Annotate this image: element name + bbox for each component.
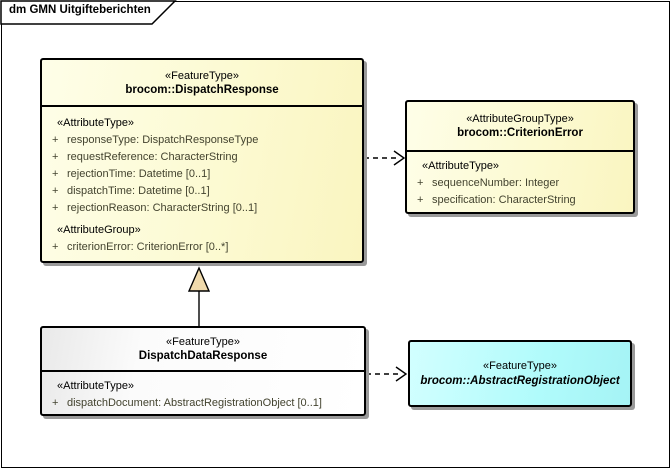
stereotype-label: «FeatureType»	[166, 336, 240, 348]
class-name: brocom::DispatchResponse	[125, 83, 279, 96]
attribute-text: rejectionReason: CharacterString [0..1]	[67, 202, 258, 214]
attributes-compartment: «AttributeType» + dispatchDocument: Abst…	[42, 372, 364, 412]
attributes-compartment: «AttributeType» + responseType: Dispatch…	[42, 107, 362, 256]
attribute-row[interactable]: + specification: CharacterString	[413, 192, 627, 209]
visibility-marker: +	[52, 241, 59, 253]
attribute-text: specification: CharacterString	[432, 194, 576, 206]
attribute-text: dispatchTime: Datetime [0..1]	[67, 185, 210, 197]
attribute-row[interactable]: + responseType: DispatchResponseType	[48, 132, 356, 149]
attributes-compartment: «AttributeType» + sequenceNumber: Intege…	[407, 152, 633, 209]
section-stereotype: «AttributeType»	[57, 380, 135, 392]
visibility-marker: +	[52, 168, 59, 180]
attribute-row[interactable]: + rejectionReason: CharacterString [0..1…	[48, 200, 356, 217]
attribute-text: responseType: DispatchResponseType	[67, 134, 259, 146]
attribute-row[interactable]: + sequenceNumber: Integer	[413, 175, 627, 192]
class-box-dispatch-data-response[interactable]: «FeatureType» DispatchDataResponse «Attr…	[40, 326, 366, 416]
visibility-marker: +	[417, 177, 424, 189]
class-name: DispatchDataResponse	[138, 350, 268, 362]
attribute-text: sequenceNumber: Integer	[432, 177, 560, 189]
attribute-row[interactable]: + criterionError: CriterionError [0..*]	[48, 239, 356, 256]
section-stereotype: «AttributeType»	[422, 160, 500, 172]
frame-tab-shape	[0, 0, 177, 25]
attribute-text: dispatchDocument: AbstractRegistrationOb…	[67, 397, 322, 409]
visibility-marker: +	[417, 194, 424, 206]
section-stereotype: «AttributeType»	[57, 117, 135, 129]
visibility-marker: +	[52, 134, 59, 146]
class-box-abstract-registration-object[interactable]: «FeatureType» brocom::AbstractRegistrati…	[408, 340, 632, 407]
class-name: brocom::CriterionError	[457, 127, 583, 139]
class-header: «AttributeGroupType» brocom::CriterionEr…	[407, 102, 633, 152]
class-name: brocom::AbstractRegistrationObject	[420, 375, 620, 387]
diagram-title: dm GMN Uitgifteberichten	[9, 4, 151, 16]
class-box-dispatch-response[interactable]: «FeatureType» brocom::DispatchResponse «…	[40, 58, 364, 263]
attribute-row[interactable]: + dispatchTime: Datetime [0..1]	[48, 183, 356, 200]
attribute-row[interactable]: + dispatchDocument: AbstractRegistration…	[48, 395, 358, 412]
class-box-criterion-error[interactable]: «AttributeGroupType» brocom::CriterionEr…	[405, 100, 635, 214]
visibility-marker: +	[52, 202, 59, 214]
visibility-marker: +	[52, 185, 59, 197]
attribute-row[interactable]: + requestReference: CharacterString	[48, 149, 356, 166]
visibility-marker: +	[52, 151, 59, 163]
attribute-row[interactable]: + rejectionTime: Datetime [0..1]	[48, 166, 356, 183]
frame-tab	[0, 0, 177, 25]
visibility-marker: +	[52, 397, 59, 409]
class-header: «FeatureType» brocom::DispatchResponse	[42, 60, 362, 107]
attribute-text: requestReference: CharacterString	[67, 151, 238, 163]
stereotype-label: «FeatureType»	[483, 360, 557, 372]
attribute-text: criterionError: CriterionError [0..*]	[67, 241, 229, 253]
attribute-text: rejectionTime: Datetime [0..1]	[67, 168, 211, 180]
stereotype-label: «FeatureType»	[165, 69, 239, 82]
section-stereotype: «AttributeGroup»	[57, 224, 141, 236]
class-header: «FeatureType» DispatchDataResponse	[42, 328, 364, 372]
stereotype-label: «AttributeGroupType»	[466, 113, 574, 125]
